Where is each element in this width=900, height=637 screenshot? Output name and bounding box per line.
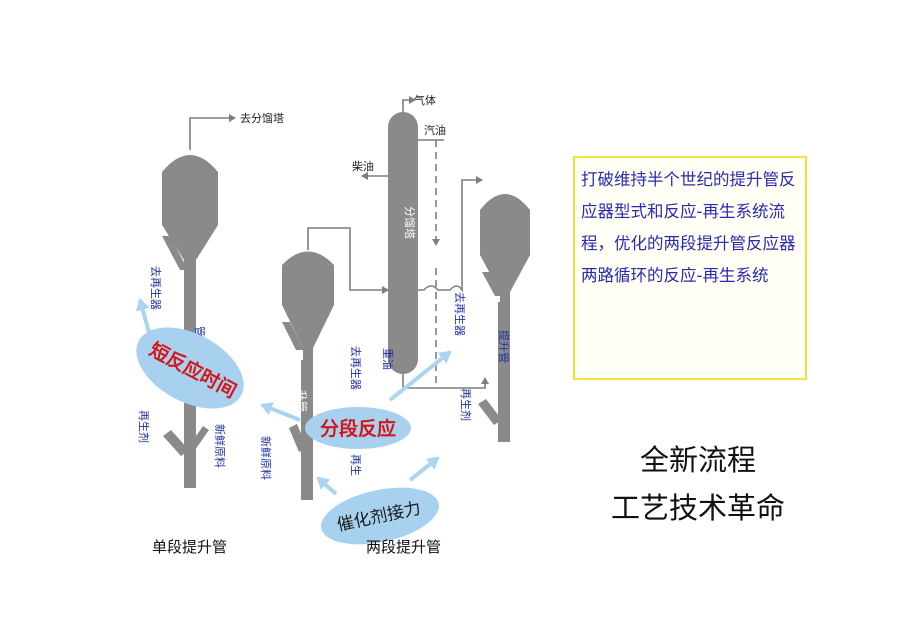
first-stage-riser-unit xyxy=(282,227,389,500)
heavy-oil-recycle-line xyxy=(402,374,489,389)
fractionator-column xyxy=(388,112,418,374)
single-stage-standpipe xyxy=(162,236,188,270)
bubble-staged-reaction: 分段反应 xyxy=(305,407,411,449)
highlight-arrows xyxy=(135,298,452,496)
arrow-left-up xyxy=(135,298,152,337)
arrow-relay-left xyxy=(316,476,338,496)
second-stage-riser-unit xyxy=(478,194,530,442)
summary-note-box: 打破维持半个世纪的提升管反应器型式和反应-再生系统流程，优化的两段提升管反应器两… xyxy=(573,156,807,380)
first-fresh-feed-label: 新鲜原料 xyxy=(259,436,273,480)
first-stage-disengager-vessel xyxy=(282,251,334,360)
single-stage-overhead-line xyxy=(189,114,236,150)
single-stage-feed-inlet xyxy=(189,426,209,450)
headline-line1: 全新流程 xyxy=(640,443,756,477)
second-regen-catalyst-label: 再生剂 xyxy=(459,388,473,421)
second-riser-label: 提升管 xyxy=(497,330,511,363)
single-stage-regen-inlet xyxy=(163,430,189,456)
single-stage-caption: 单段提升管 xyxy=(152,538,227,556)
first-riser-label: 升管 xyxy=(295,390,309,412)
heavy-oil-label: 重油 xyxy=(381,348,395,370)
first-stage-overhead-line xyxy=(307,227,389,294)
to-fractionator-label: 去分馏塔 xyxy=(240,111,284,125)
gas-outlet-line xyxy=(402,96,416,112)
first-stage-feed-inlet xyxy=(289,424,307,452)
single-riser-label: 管 xyxy=(193,326,207,337)
arrow-relay-right xyxy=(408,456,440,482)
headline-line2: 工艺技术革命 xyxy=(611,491,785,525)
second-stage-overhead-line xyxy=(418,176,483,293)
fractionator-label: 分馏塔 xyxy=(403,206,417,239)
bubble-catalyst-relay: 催化剂接力 xyxy=(321,487,439,545)
second-stage-standpipe xyxy=(482,272,503,296)
second-stage-riser-tube xyxy=(498,302,510,442)
staged-reaction-text: 分段反应 xyxy=(320,417,396,440)
single-regen-catalyst-label: 再生剂 xyxy=(137,410,151,443)
two-stage-caption: 两段提升管 xyxy=(366,538,441,556)
second-stage-disengager-vessel xyxy=(480,194,530,302)
gasoline-label: 汽油 xyxy=(424,123,446,137)
second-to-regenerator-label: 去再生器 xyxy=(453,292,467,336)
diesel-label: 柴油 xyxy=(352,159,374,173)
fractionator-unit xyxy=(361,96,489,389)
single-fresh-feed-label: 新鲜原料 xyxy=(213,424,227,468)
second-stage-regen-inlet xyxy=(478,399,502,425)
equipment-labels: 去分馏塔 气体 汽油 柴油 分馏塔 重油 去再生器 再生剂 新鲜原料 管 新鲜原… xyxy=(137,93,511,480)
first-stage-standpipe xyxy=(282,322,304,350)
arrow-to-second-stage xyxy=(388,350,452,402)
single-to-regenerator-label: 去再生器 xyxy=(149,266,163,310)
summary-note-text: 打破维持半个世纪的提升管反应器型式和反应-再生系统流程，优化的两段提升管反应器两… xyxy=(581,170,796,285)
gas-label: 气体 xyxy=(414,93,436,107)
arrow-to-short-time xyxy=(260,402,301,422)
first-regen-catalyst-label: 再生 xyxy=(349,454,363,476)
single-stage-disengager-vessel xyxy=(162,155,218,280)
first-to-regenerator-label: 去再生器 xyxy=(349,346,363,390)
